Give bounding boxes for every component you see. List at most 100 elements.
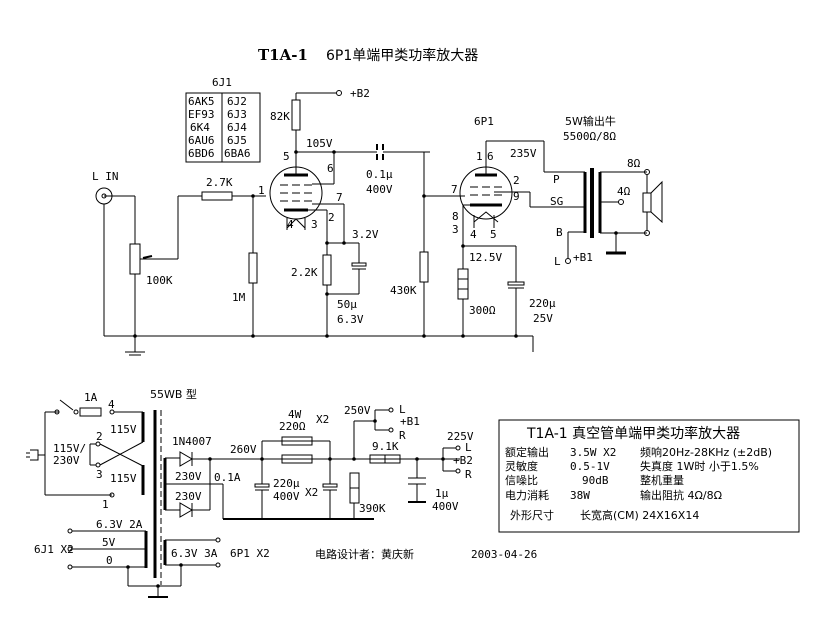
svg-text:2.2K: 2.2K [291, 266, 318, 279]
svg-text:整机重量: 整机重量 [640, 473, 684, 487]
svg-text:+B2: +B2 [350, 87, 370, 100]
input-resistor [201, 191, 233, 201]
svg-text:6.3V 2A: 6.3V 2A [96, 518, 143, 531]
svg-text:6K4: 6K4 [190, 121, 210, 134]
svg-text:R: R [399, 429, 406, 442]
cathode-resistor-1 [322, 254, 332, 286]
plate-resistor [291, 99, 301, 131]
svg-text:电力消耗: 电力消耗 [505, 488, 549, 502]
svg-text:2: 2 [513, 174, 520, 187]
svg-text:4: 4 [108, 398, 115, 411]
svg-text:7: 7 [336, 191, 343, 204]
svg-text:6J5: 6J5 [227, 134, 247, 147]
design-date: 2003-04-26 [471, 548, 537, 561]
filter-resistor [281, 436, 313, 446]
svg-text:2: 2 [328, 211, 335, 224]
svg-text:105V: 105V [306, 137, 333, 150]
svg-text:1: 1 [102, 498, 109, 511]
spec-row: 电力消耗 38W 输出阻抗 4Ω/8Ω [505, 488, 722, 502]
speaker-icon [642, 192, 652, 213]
svg-text:P: P [553, 173, 560, 186]
svg-text:6P1: 6P1 [474, 115, 494, 128]
svg-text:300Ω: 300Ω [469, 304, 496, 317]
volume-pot [129, 243, 141, 275]
svg-text:6AU6: 6AU6 [188, 134, 215, 147]
plug-icon [26, 449, 45, 461]
svg-text:6BD6: 6BD6 [188, 147, 215, 160]
svg-text:6AK5: 6AK5 [188, 95, 215, 108]
power-supply-circuit: 55WB 型 1A 4 115V 115V 2 3 1 115V/ 230V [26, 387, 474, 598]
svg-text:+B1: +B1 [400, 415, 420, 428]
grid-resistor [248, 252, 258, 284]
svg-text:6P1 X2: 6P1 X2 [230, 547, 270, 560]
power-switch [59, 399, 74, 411]
svg-text:400V: 400V [432, 500, 459, 513]
svg-text:8Ω: 8Ω [627, 157, 641, 170]
svg-text:1N4007: 1N4007 [172, 435, 212, 448]
svg-text:5V: 5V [102, 536, 116, 549]
svg-text:12.5V: 12.5V [469, 251, 502, 264]
title-model: T1A-1 [258, 46, 308, 64]
svg-text:90dB: 90dB [582, 474, 609, 487]
svg-text:6: 6 [487, 150, 494, 163]
svg-text:L: L [399, 403, 406, 416]
spec-panel: T1A-1 真空管单端甲类功率放大器 额定输出 3.5W X2 频响20Hz-2… [498, 419, 800, 533]
svg-text:220Ω: 220Ω [279, 420, 306, 433]
svg-text:0.1A: 0.1A [214, 471, 241, 484]
svg-text:115V: 115V [110, 423, 137, 436]
svg-text:6BA6: 6BA6 [224, 147, 251, 160]
svg-text:信噪比: 信噪比 [505, 474, 538, 487]
svg-text:230V: 230V [175, 470, 202, 483]
svg-text:额定输出: 额定输出 [505, 445, 549, 459]
svg-text:1M: 1M [232, 291, 246, 304]
svg-text:3: 3 [311, 218, 318, 231]
subs-label: 6J1 [212, 76, 232, 89]
svg-text:频响20Hz-28KHz (±2dB): 频响20Hz-28KHz (±2dB) [640, 445, 772, 459]
svg-text:1: 1 [258, 184, 265, 197]
svg-text:225V: 225V [447, 430, 474, 443]
svg-text:55WB 型: 55WB 型 [150, 387, 197, 401]
svg-text:L: L [554, 255, 561, 268]
svg-text:4: 4 [470, 228, 477, 241]
svg-text:390K: 390K [359, 502, 386, 515]
svg-text:38W: 38W [570, 489, 590, 502]
svg-text:220μ: 220μ [273, 477, 300, 490]
subs-table [185, 92, 261, 163]
fuse [79, 407, 102, 417]
svg-text:400V: 400V [366, 183, 393, 196]
svg-text:6.3V 3A: 6.3V 3A [171, 547, 218, 560]
grid-resistor-2 [419, 251, 429, 283]
subs-right-col: 6J2 6J3 6J4 6J5 6BA6 [224, 95, 251, 160]
svg-text:115V/: 115V/ [53, 442, 86, 455]
svg-text:0.1μ: 0.1μ [366, 168, 393, 181]
input-label: L IN [92, 170, 119, 183]
svg-text:外形尺寸: 外形尺寸 [510, 508, 554, 522]
svg-text:5: 5 [490, 228, 497, 241]
svg-text:115V: 115V [110, 472, 137, 485]
spec-row: 外形尺寸 长宽高(CM) 24X16X14 [510, 508, 699, 522]
svg-text:5500Ω/8Ω: 5500Ω/8Ω [563, 130, 616, 143]
svg-text:5: 5 [283, 150, 290, 163]
subs-left-col: 6AK5 EF93 6K4 6AU6 6BD6 [188, 95, 215, 160]
svg-text:灵敏度: 灵敏度 [505, 459, 538, 473]
svg-text:6J1 X2: 6J1 X2 [34, 543, 74, 556]
svg-text:1μ: 1μ [435, 487, 449, 500]
svg-text:3.2V: 3.2V [352, 228, 379, 241]
svg-text:5W输出牛: 5W输出牛 [565, 114, 616, 128]
svg-text:235V: 235V [510, 147, 537, 160]
svg-text:25V: 25V [533, 312, 553, 325]
svg-text:2.7K: 2.7K [206, 176, 233, 189]
svg-text:4Ω: 4Ω [617, 185, 631, 198]
spec-row: 额定输出 3.5W X2 频响20Hz-28KHz (±2dB) [505, 445, 772, 459]
svg-text:X2: X2 [305, 486, 318, 499]
svg-text:失真度 1W时 小于1.5%: 失真度 1W时 小于1.5% [640, 459, 759, 473]
svg-text:1A: 1A [84, 391, 98, 404]
designer-credit: 电路设计者：黄庆新 [315, 547, 414, 561]
svg-text:9: 9 [513, 190, 520, 203]
svg-text:100K: 100K [146, 274, 173, 287]
spec-row: 信噪比 90dB 整机重量 [505, 473, 684, 487]
svg-text:230V: 230V [53, 454, 80, 467]
svg-text:250V: 250V [344, 404, 371, 417]
svg-text:7: 7 [451, 183, 458, 196]
